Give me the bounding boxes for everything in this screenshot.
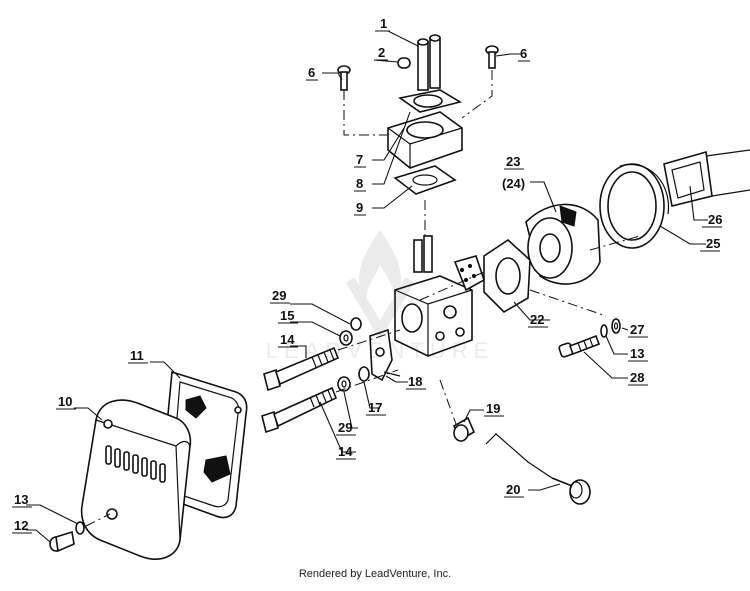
label-15: 15 [280, 308, 294, 323]
bolt-axis-bottom [335, 369, 399, 393]
label-22: 22 [530, 312, 544, 327]
label-6-right: 6 [520, 46, 527, 61]
pin-part-2 [397, 57, 411, 69]
bolt-part-14-bottom [261, 386, 338, 434]
label-14-bottom: 14 [338, 444, 353, 459]
label-19: 19 [486, 401, 500, 416]
footer-credit: Rendered by LeadVenture, Inc. [298, 568, 452, 580]
label-25: 25 [706, 236, 720, 251]
gasket-part-26 [663, 149, 750, 207]
gasket-part-9 [393, 165, 457, 195]
screw-part-28 [558, 334, 601, 358]
label-12: 12 [14, 518, 28, 533]
lockwasher-part-13-right [600, 324, 608, 338]
part-labels: 1 2 6 6 7 8 9 23 (24) 26 25 22 29 15 14 … [14, 16, 722, 533]
knob-axis [439, 379, 457, 425]
label-6-left: 6 [308, 65, 315, 80]
screw-axis-12 [85, 513, 111, 527]
leader-lines [26, 30, 708, 543]
label-underlines [12, 30, 722, 534]
plate-part-18 [369, 328, 401, 382]
washer-part-29-top [350, 317, 362, 331]
label-13-right: 13 [630, 346, 644, 361]
knob-part-19 [452, 416, 476, 442]
washer-part-27 [611, 318, 621, 334]
screw-part-6-left [337, 65, 351, 91]
fitting-part-1 [417, 34, 441, 91]
label-23: 23 [506, 154, 520, 169]
choke-rod-part-20 [485, 433, 591, 505]
label-27: 27 [630, 322, 644, 337]
watermark: LEADVENTURE [250, 220, 510, 370]
label-11: 11 [130, 348, 144, 363]
label-17: 17 [368, 400, 382, 415]
washer-part-15 [339, 330, 353, 346]
gasket-part-17 [358, 366, 370, 382]
label-24: (24) [502, 176, 525, 191]
label-9: 9 [356, 200, 363, 215]
intake-axis [419, 271, 485, 301]
washer-part-29-bottom [337, 376, 351, 392]
washer-part-13-left [75, 521, 85, 535]
ring-part-25 [599, 163, 670, 249]
label-18: 18 [408, 374, 422, 389]
intake-axis-right [589, 235, 641, 251]
label-29-top: 29 [272, 288, 286, 303]
carburetor-body [394, 235, 485, 357]
filter-cover-part-10 [80, 399, 192, 560]
label-1: 1 [380, 16, 387, 31]
screw-part-6-right [485, 45, 499, 69]
bolt-part-14-top [263, 346, 340, 392]
flange-plate-part-8 [398, 89, 463, 113]
label-26: 26 [708, 212, 722, 227]
label-8: 8 [356, 176, 363, 191]
gasket-part-22 [483, 238, 531, 314]
screw-part-12 [49, 530, 75, 553]
label-7: 7 [356, 152, 363, 167]
screw-axis-28 [529, 289, 607, 317]
bolt-axis-top [337, 329, 401, 351]
flame-logo-icon [359, 230, 401, 310]
screw-axis-left [343, 90, 388, 136]
label-10: 10 [58, 394, 72, 409]
label-2: 2 [378, 45, 385, 60]
v-logo-icon [345, 277, 415, 340]
label-20: 20 [506, 482, 520, 497]
adapter-block-part-7 [387, 111, 463, 169]
label-14-top: 14 [280, 332, 295, 347]
label-28: 28 [630, 370, 644, 385]
label-13-left: 13 [14, 492, 28, 507]
screw-axis-right [461, 70, 493, 119]
watermark-text: LEADVENTURE [266, 338, 495, 363]
label-29-bottom: 29 [338, 420, 352, 435]
air-horn-part-23 [525, 203, 601, 285]
